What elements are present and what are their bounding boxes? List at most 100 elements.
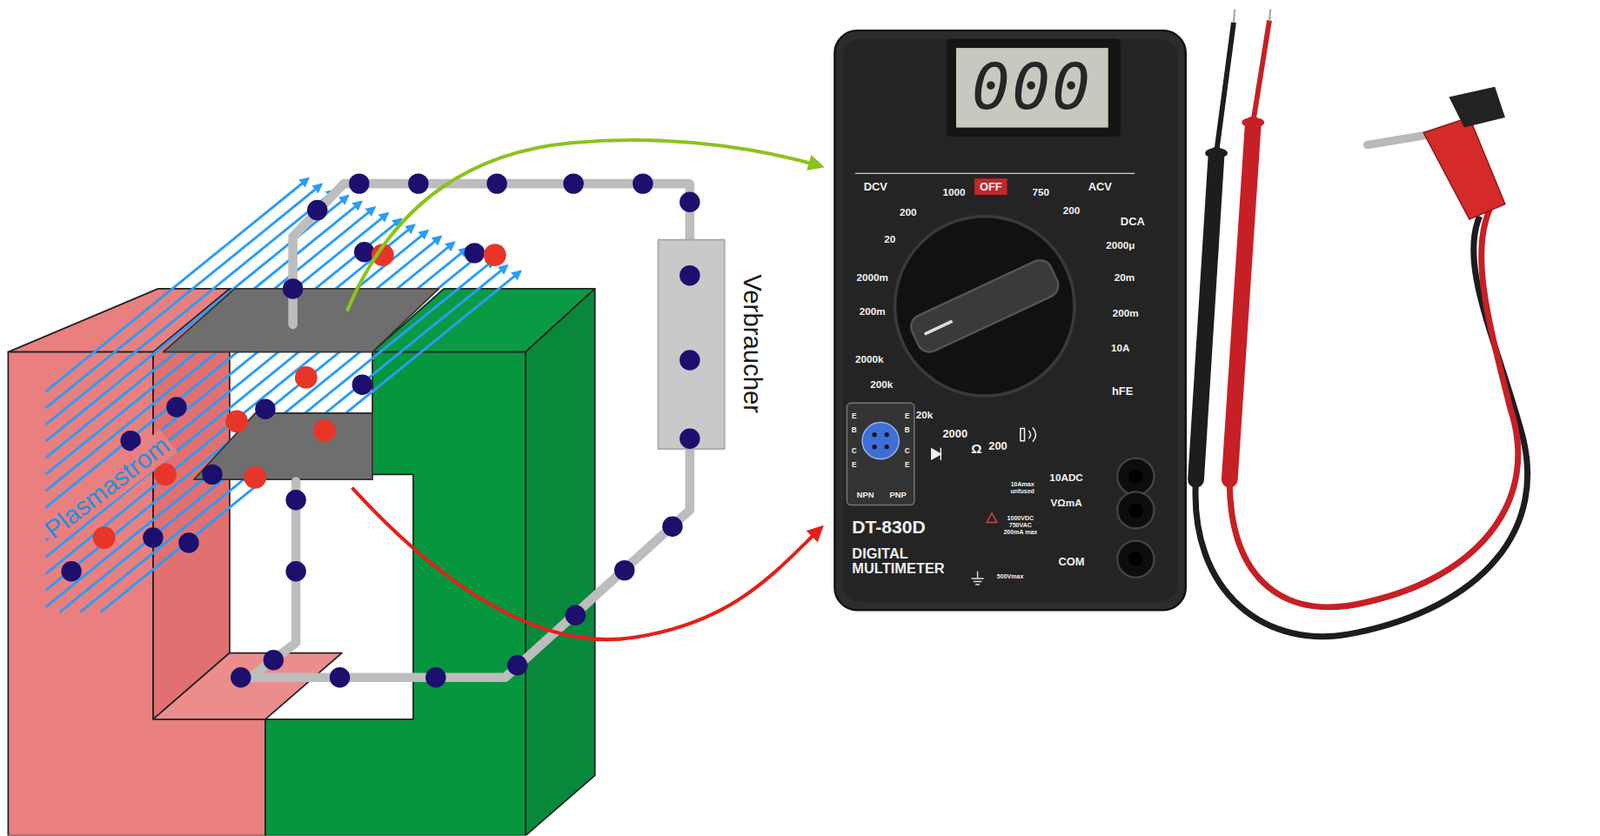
input-jack: [1117, 541, 1154, 578]
socket-hole: [884, 444, 890, 449]
plasma-line: [46, 242, 455, 575]
electron-dot: [307, 200, 328, 221]
probe-needle: [1233, 9, 1235, 23]
electron-dot: [662, 515, 683, 536]
banana-plug: [1423, 117, 1506, 220]
meter-marking: E: [851, 412, 857, 421]
meter-marking: 200: [899, 206, 918, 218]
electron-dot: [285, 489, 306, 510]
meter-marking: 750: [1032, 186, 1051, 198]
electron-dot: [352, 374, 373, 395]
buzzer-symbol: [1020, 427, 1037, 442]
electron-dot: [679, 191, 700, 212]
wire: [249, 443, 690, 678]
electron-dot: [486, 173, 507, 194]
meter-marking: 2000: [942, 427, 968, 440]
ion-dot: [294, 366, 318, 389]
electron-dot: [679, 265, 700, 286]
socket-hole: [872, 444, 877, 449]
meter-marking: 20: [883, 233, 896, 245]
meter-marking: E: [904, 461, 910, 469]
upper-electrode: [163, 288, 440, 353]
node-text: Verbraucher: [737, 274, 766, 414]
meter-marking: 2000μ: [1105, 239, 1135, 251]
load-resistor: [657, 240, 724, 449]
meter-marking: OFF: [979, 180, 1003, 194]
electron-dot: [408, 173, 429, 194]
meter-marking: 10Amax unfused: [1004, 481, 1041, 495]
meter-marking: 200: [1063, 204, 1081, 216]
meter-marking: 2000k: [855, 353, 884, 365]
wire: [293, 183, 690, 325]
electron-dot: [425, 667, 446, 688]
plug-cap: [1448, 87, 1506, 128]
electron-dot: [562, 173, 583, 194]
banana-pin: [1367, 134, 1429, 146]
red-probe-tip: [1252, 20, 1270, 122]
meter-marking: E: [904, 412, 910, 421]
electron-dot: [166, 396, 187, 417]
meter-marking: hFE: [1111, 384, 1133, 397]
electron-dot: [614, 560, 635, 581]
load-box: Verbraucher: [657, 240, 781, 449]
meter-marking: 1000VDC 750VAC 200mA max: [998, 515, 1042, 536]
electron-dot: [178, 532, 199, 553]
meter-marking: NPN: [856, 491, 875, 501]
red-probe-handle: [1229, 124, 1253, 480]
lcd-display: 000: [956, 47, 1109, 128]
meter-marking: Ω: [970, 441, 982, 457]
meter-marking: B: [851, 426, 857, 435]
meter-marking: 200m: [1112, 307, 1139, 320]
meter-marking: C: [904, 447, 911, 456]
ion-dot: [313, 419, 336, 442]
meter-marking: 200m: [859, 305, 886, 317]
ion-dot: [225, 409, 248, 433]
socket-hole: [884, 432, 890, 437]
ion-dot: [483, 243, 507, 267]
jack-hole: [1128, 469, 1143, 484]
range-border: [855, 173, 1135, 175]
electron-dot: [348, 173, 369, 194]
warning-triangle: [986, 513, 998, 523]
electron-dot: [632, 173, 653, 194]
meter-marking: C: [851, 447, 857, 456]
meter-marking: VΩmA: [1051, 497, 1083, 509]
input-jack: [1117, 458, 1154, 496]
magnet-south-side: [525, 288, 596, 836]
meter-marking: E: [851, 461, 857, 469]
ion-dot: [243, 466, 267, 489]
electron-dot: [254, 399, 275, 420]
meter-marking: B: [904, 426, 911, 435]
electron-dot: [60, 561, 81, 582]
meter-marking: 1000: [943, 186, 966, 198]
electron-dot: [263, 649, 284, 670]
meter-marking: 10A: [1111, 341, 1131, 354]
node-text: DT-830D: [851, 518, 925, 539]
black-probe-handle: [1196, 154, 1217, 480]
display-frame: [946, 39, 1120, 138]
socket-hole: [872, 432, 877, 437]
input-jack: [1117, 491, 1154, 529]
meter-housing: [834, 30, 1185, 610]
diode-symbol: [931, 448, 942, 461]
meter-marking: ACV: [1088, 180, 1112, 194]
electron-dot: [329, 667, 350, 688]
meter-marking: 20k: [916, 409, 934, 422]
magnet-floor-face: [153, 653, 342, 720]
meter-marking: 2000m: [856, 272, 890, 284]
meter-marking: 500Vmax: [997, 573, 1025, 581]
electron-dot: [354, 241, 375, 262]
jack-hole: [1128, 502, 1143, 517]
ground-symbol: [971, 571, 985, 585]
node-text: DIGITAL MULTIMETER: [851, 545, 975, 577]
meter-marking: DCV: [863, 180, 888, 194]
meter-marking: 10ADC: [1049, 471, 1083, 483]
meter-marking: 200: [988, 439, 1008, 452]
off-marker: [974, 178, 1008, 195]
electron-dot: [230, 667, 251, 688]
rotary-dial: [895, 216, 1075, 396]
hfe-socket-disc: [862, 422, 899, 460]
meter-marking: DCA: [1120, 214, 1145, 228]
